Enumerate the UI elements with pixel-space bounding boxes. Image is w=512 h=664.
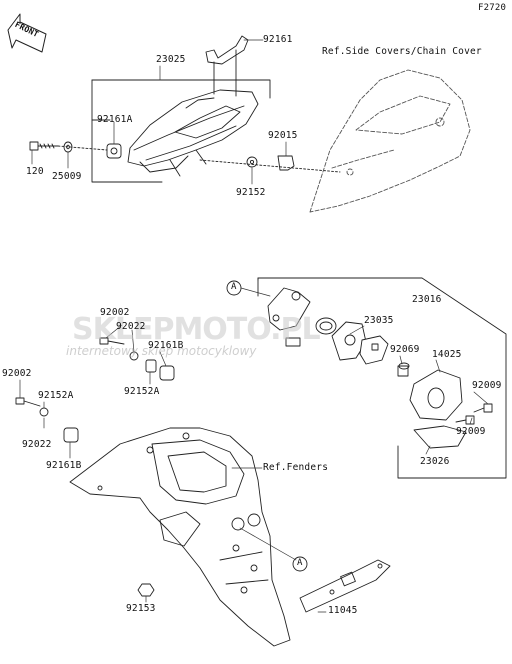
collar-92152Aa [145, 359, 157, 373]
plate-holder-11045 [299, 559, 391, 613]
screw-120 [29, 141, 59, 151]
washer-92022b [39, 407, 49, 417]
screw-92002a [99, 337, 125, 345]
lamp-housing-14025 [409, 369, 463, 421]
part-label-92161: 92161 [263, 34, 293, 45]
tail-light-23025 [127, 89, 259, 177]
screw-92009a [473, 403, 493, 413]
callout-circle-a-bottom [292, 556, 308, 572]
part-label-23025: 23025 [156, 54, 186, 65]
screw-92002b [15, 397, 41, 407]
watermark-brand: SKLEPMOTO.PL [72, 312, 321, 347]
part-label-23035: 23035 [364, 315, 394, 326]
part-label-92009-a: 92009 [472, 380, 502, 391]
part-label-92152: 92152 [236, 187, 266, 198]
bracket-holder [267, 287, 311, 331]
part-label-92152A-upper: 92152A [124, 386, 160, 397]
part-label-23026: 23026 [420, 456, 450, 467]
part-label-92002-lower: 92002 [2, 368, 32, 379]
connector-92161 [205, 35, 249, 97]
front-arrow-icon [7, 13, 47, 53]
watermark-tagline: internetowy sklep motocyklowy [66, 344, 257, 358]
part-label-92022-lower: 92022 [22, 439, 52, 450]
part-label-92002-upper: 92002 [100, 307, 130, 318]
ref-side-covers: Ref.Side Covers/Chain Cover [322, 46, 482, 57]
part-label-11045: 11045 [328, 605, 358, 616]
callout-a-bottom: A [297, 558, 303, 568]
washer-92152 [246, 156, 258, 168]
nut-92015 [277, 155, 295, 171]
part-label-25009: 25009 [52, 171, 82, 182]
ref-fenders: Ref.Fenders [263, 462, 329, 473]
bracket-upper [91, 79, 271, 183]
part-label-92015: 92015 [268, 130, 298, 141]
part-label-92161B-upper: 92161B [148, 340, 184, 351]
grommet-92161A [106, 143, 122, 159]
lens-23026 [413, 425, 467, 449]
grommet-92161Bb [63, 427, 79, 443]
part-label-23016: 23016 [412, 294, 442, 305]
part-label-92009-b: 92009 [456, 426, 486, 437]
diagram-code: F2720 [478, 3, 507, 13]
part-label-92152A-lower: 92152A [38, 390, 74, 401]
part-label-14025: 14025 [432, 349, 462, 360]
leader-lines [19, 39, 489, 613]
grommet-92161Ba [159, 365, 175, 381]
part-label-92022-upper: 92022 [116, 321, 146, 332]
side-cover-reference [309, 69, 471, 213]
part-label-120: 120 [26, 166, 44, 177]
part-label-92153: 92153 [126, 603, 156, 614]
bulb-92069 [397, 362, 410, 377]
part-label-92161B-lower: 92161B [46, 460, 82, 471]
socket-23035 [359, 335, 389, 365]
part-label-92161A: 92161A [97, 114, 133, 125]
callout-a-top: A [231, 282, 237, 292]
nut-92153 [137, 583, 155, 597]
rear-fender [69, 427, 291, 647]
plug-small [285, 337, 301, 347]
lens-ring [315, 317, 337, 335]
part-label-92069: 92069 [390, 344, 420, 355]
